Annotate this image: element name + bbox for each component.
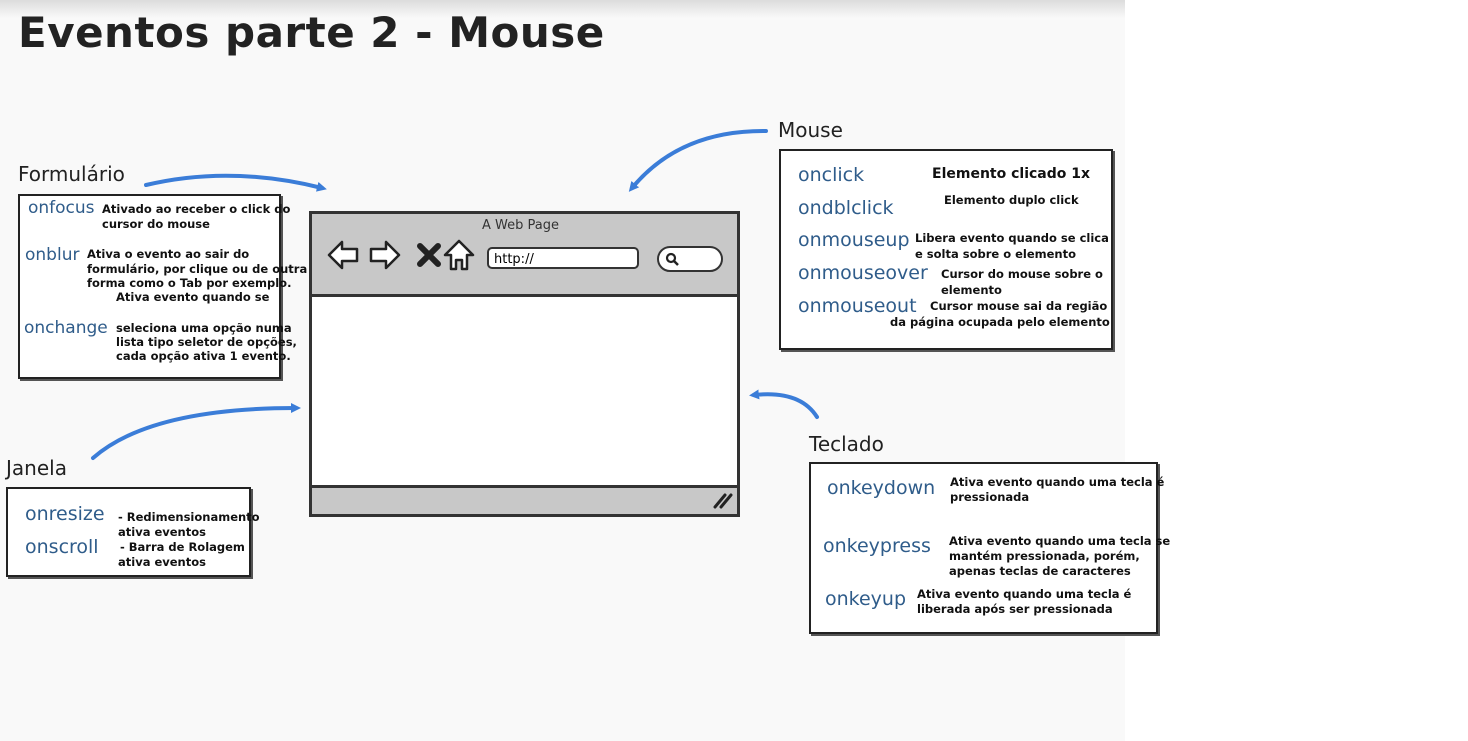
browser-toolbar: A Web Page http:// (312, 214, 737, 297)
event-onmouseup: onmouseup (798, 229, 910, 251)
mouse-box: onclick Elemento clicado 1x ondblclick E… (779, 149, 1113, 350)
back-arrow-icon (327, 240, 359, 270)
desc-onmouseout-1: Cursor mouse sai da região (930, 299, 1108, 313)
search-field (657, 246, 723, 272)
desc-onmouseout-2: da página ocupada pelo elemento (890, 315, 1110, 329)
event-onblur: onblur (25, 245, 80, 265)
desc-onblur-2: formulário, por clique ou de outra (87, 262, 308, 276)
event-onkeydown: onkeydown (827, 477, 936, 499)
desc-onmouseup-1: Libera evento quando se clica (915, 231, 1109, 245)
desc-onkeydown-2: pressionada (950, 490, 1030, 504)
desc-ondblclick: Elemento duplo click (944, 193, 1079, 207)
desc-onclick: Elemento clicado 1x (932, 166, 1091, 182)
event-onmouseover: onmouseover (798, 262, 928, 284)
url-field: http:// (487, 247, 639, 269)
connector-arrows (91, 128, 819, 460)
janela-box: onresize - Redimensionamento ativa event… (6, 487, 260, 577)
formulario-box: onfocus Ativado ao receber o click do cu… (18, 194, 307, 379)
close-x-icon (417, 243, 441, 267)
desc-onkeypress-2: mantém pressionada, porém, (949, 549, 1140, 563)
desc-onkeypress-3: apenas teclas de caracteres (949, 564, 1131, 578)
arrow-formulario (144, 173, 327, 192)
desc-onmouseover-1: Cursor do mouse sobre o (941, 267, 1103, 281)
desc-onfocus-1: Ativado ao receber o click do (102, 202, 291, 216)
search-icon (665, 252, 679, 266)
event-onfocus: onfocus (28, 198, 95, 218)
desc-onkeyup-1: Ativa evento quando uma tecla é (917, 587, 1132, 601)
desc-onfocus-2: cursor do mouse (102, 217, 210, 231)
browser-title: A Web Page (482, 218, 559, 233)
event-onmouseout: onmouseout (798, 295, 917, 317)
home-icon (443, 239, 475, 271)
event-onkeypress: onkeypress (823, 535, 931, 557)
arrow-janela (91, 403, 301, 460)
event-onresize: onresize (25, 503, 105, 525)
arrow-teclado (749, 389, 819, 419)
desc-onkeypress-1: Ativa evento quando uma tecla se (949, 534, 1171, 548)
desc-onchange-3: cada opção ativa 1 evento. (116, 349, 291, 363)
event-onclick: onclick (798, 164, 865, 186)
event-ondblclick: ondblclick (798, 197, 894, 219)
browser-status-bar (312, 485, 737, 514)
label-mouse: Mouse (778, 118, 843, 142)
slide: Eventos parte 2 - Mouse A Web Page (0, 0, 1125, 577)
event-onkeyup: onkeyup (825, 588, 907, 610)
teclado-box: onkeydown Ativa evento quando uma tecla … (809, 462, 1170, 634)
desc-onkeydown-1: Ativa evento quando uma tecla é (950, 475, 1165, 489)
label-janela: Janela (6, 456, 67, 480)
browser-wireframe: A Web Page http:// (309, 211, 740, 517)
label-formulario: Formulário (18, 162, 125, 186)
desc-onmouseover-2: elemento (941, 283, 1002, 297)
desc-onscroll-1: - Barra de Rolagem (120, 540, 245, 554)
desc-onscroll-2: ativa eventos (118, 555, 206, 569)
slide-top-shade (0, 0, 1125, 18)
forward-arrow-icon (369, 240, 401, 270)
desc-onmouseup-2: e solta sobre o elemento (915, 247, 1077, 261)
page-title: Eventos parte 2 - Mouse (18, 8, 605, 57)
desc-onblur-4: Ativa evento quando se (116, 290, 270, 304)
desc-onchange-2: lista tipo seletor de opções, (116, 335, 297, 349)
desc-onresize-1: - Redimensionamento (118, 510, 260, 524)
arrow-mouse (628, 128, 768, 192)
label-teclado: Teclado (809, 432, 884, 456)
resize-grip-icon (713, 493, 733, 509)
desc-onresize-2: ativa eventos (118, 525, 206, 539)
desc-onblur-1: Ativa o evento ao sair do (87, 247, 250, 261)
desc-onblur-3: forma como o Tab por exemplo. (87, 276, 292, 290)
desc-onkeyup-2: liberada após ser pressionada (917, 602, 1113, 616)
desc-onchange-1: seleciona uma opção numa (116, 321, 292, 335)
event-onchange: onchange (24, 318, 108, 338)
event-onscroll: onscroll (25, 536, 99, 558)
